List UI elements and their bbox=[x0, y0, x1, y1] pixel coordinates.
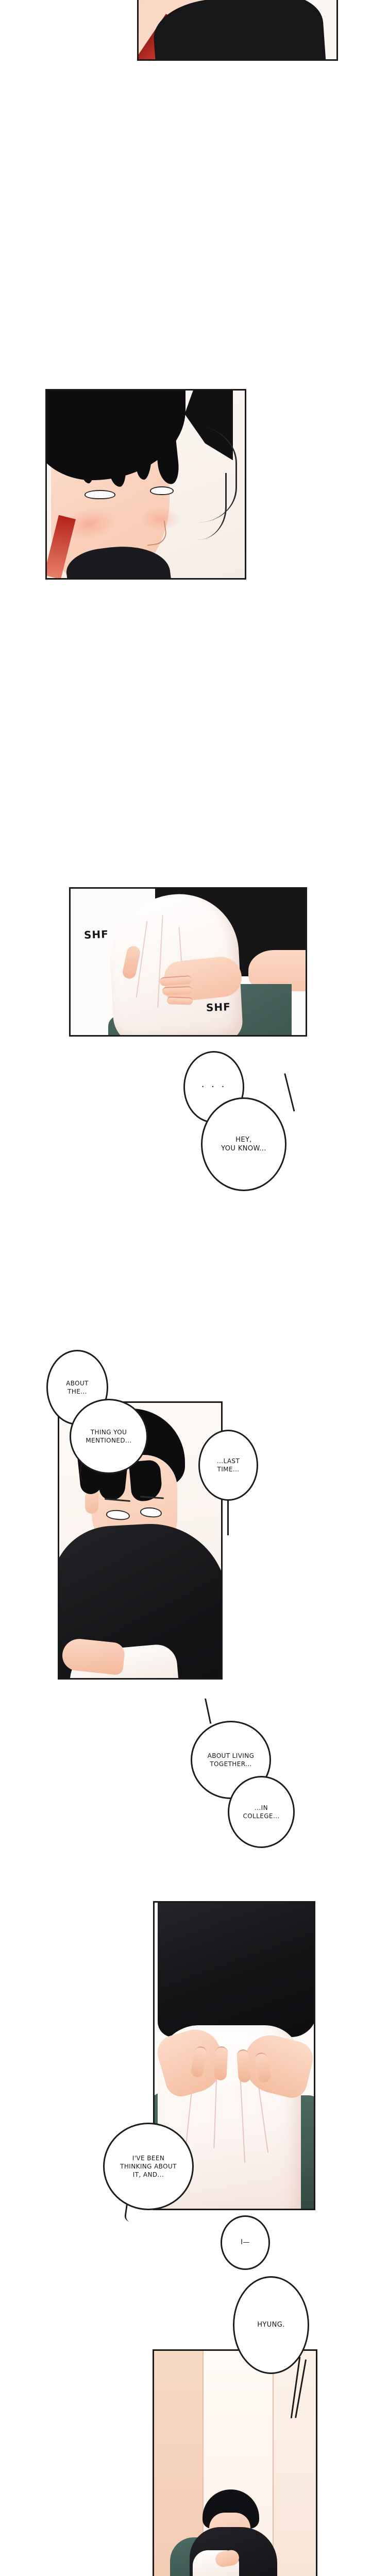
blush-right bbox=[140, 506, 181, 531]
black-tshirt-upper bbox=[158, 1903, 314, 2038]
sound-effect-shf-2: SHF bbox=[206, 1001, 231, 1014]
speech-bubble-hyung: HYUNG. bbox=[233, 2276, 309, 2374]
eye-right bbox=[149, 486, 174, 495]
comic-panel-6 bbox=[153, 2349, 317, 2576]
comic-panel-2 bbox=[45, 389, 246, 580]
comic-panel-3 bbox=[69, 887, 307, 1037]
black-shirt-collar bbox=[151, 0, 328, 59]
finger-3 bbox=[166, 996, 193, 1006]
speech-tail-hey bbox=[284, 1071, 305, 1112]
eye-left bbox=[84, 489, 115, 499]
finger-2 bbox=[162, 986, 193, 996]
comic-panel-1 bbox=[137, 0, 338, 61]
finger-2 bbox=[214, 2046, 229, 2081]
character-ear bbox=[85, 1490, 99, 1514]
speech-bubble-i: I— bbox=[221, 2215, 270, 2270]
motion-line-outer bbox=[191, 424, 237, 522]
motion-line-inner bbox=[198, 473, 227, 540]
speech-tail-about-living bbox=[204, 1697, 217, 1724]
nose-contour bbox=[144, 520, 168, 546]
sound-effect-shf-1: SHF bbox=[83, 928, 109, 941]
wall-right bbox=[274, 2351, 316, 2576]
finger-3 bbox=[236, 2049, 251, 2083]
speech-bubble-hey-you-know: HEY,YOU KNOW... bbox=[201, 1097, 286, 1191]
speech-tail-last-time bbox=[227, 1494, 230, 1535]
